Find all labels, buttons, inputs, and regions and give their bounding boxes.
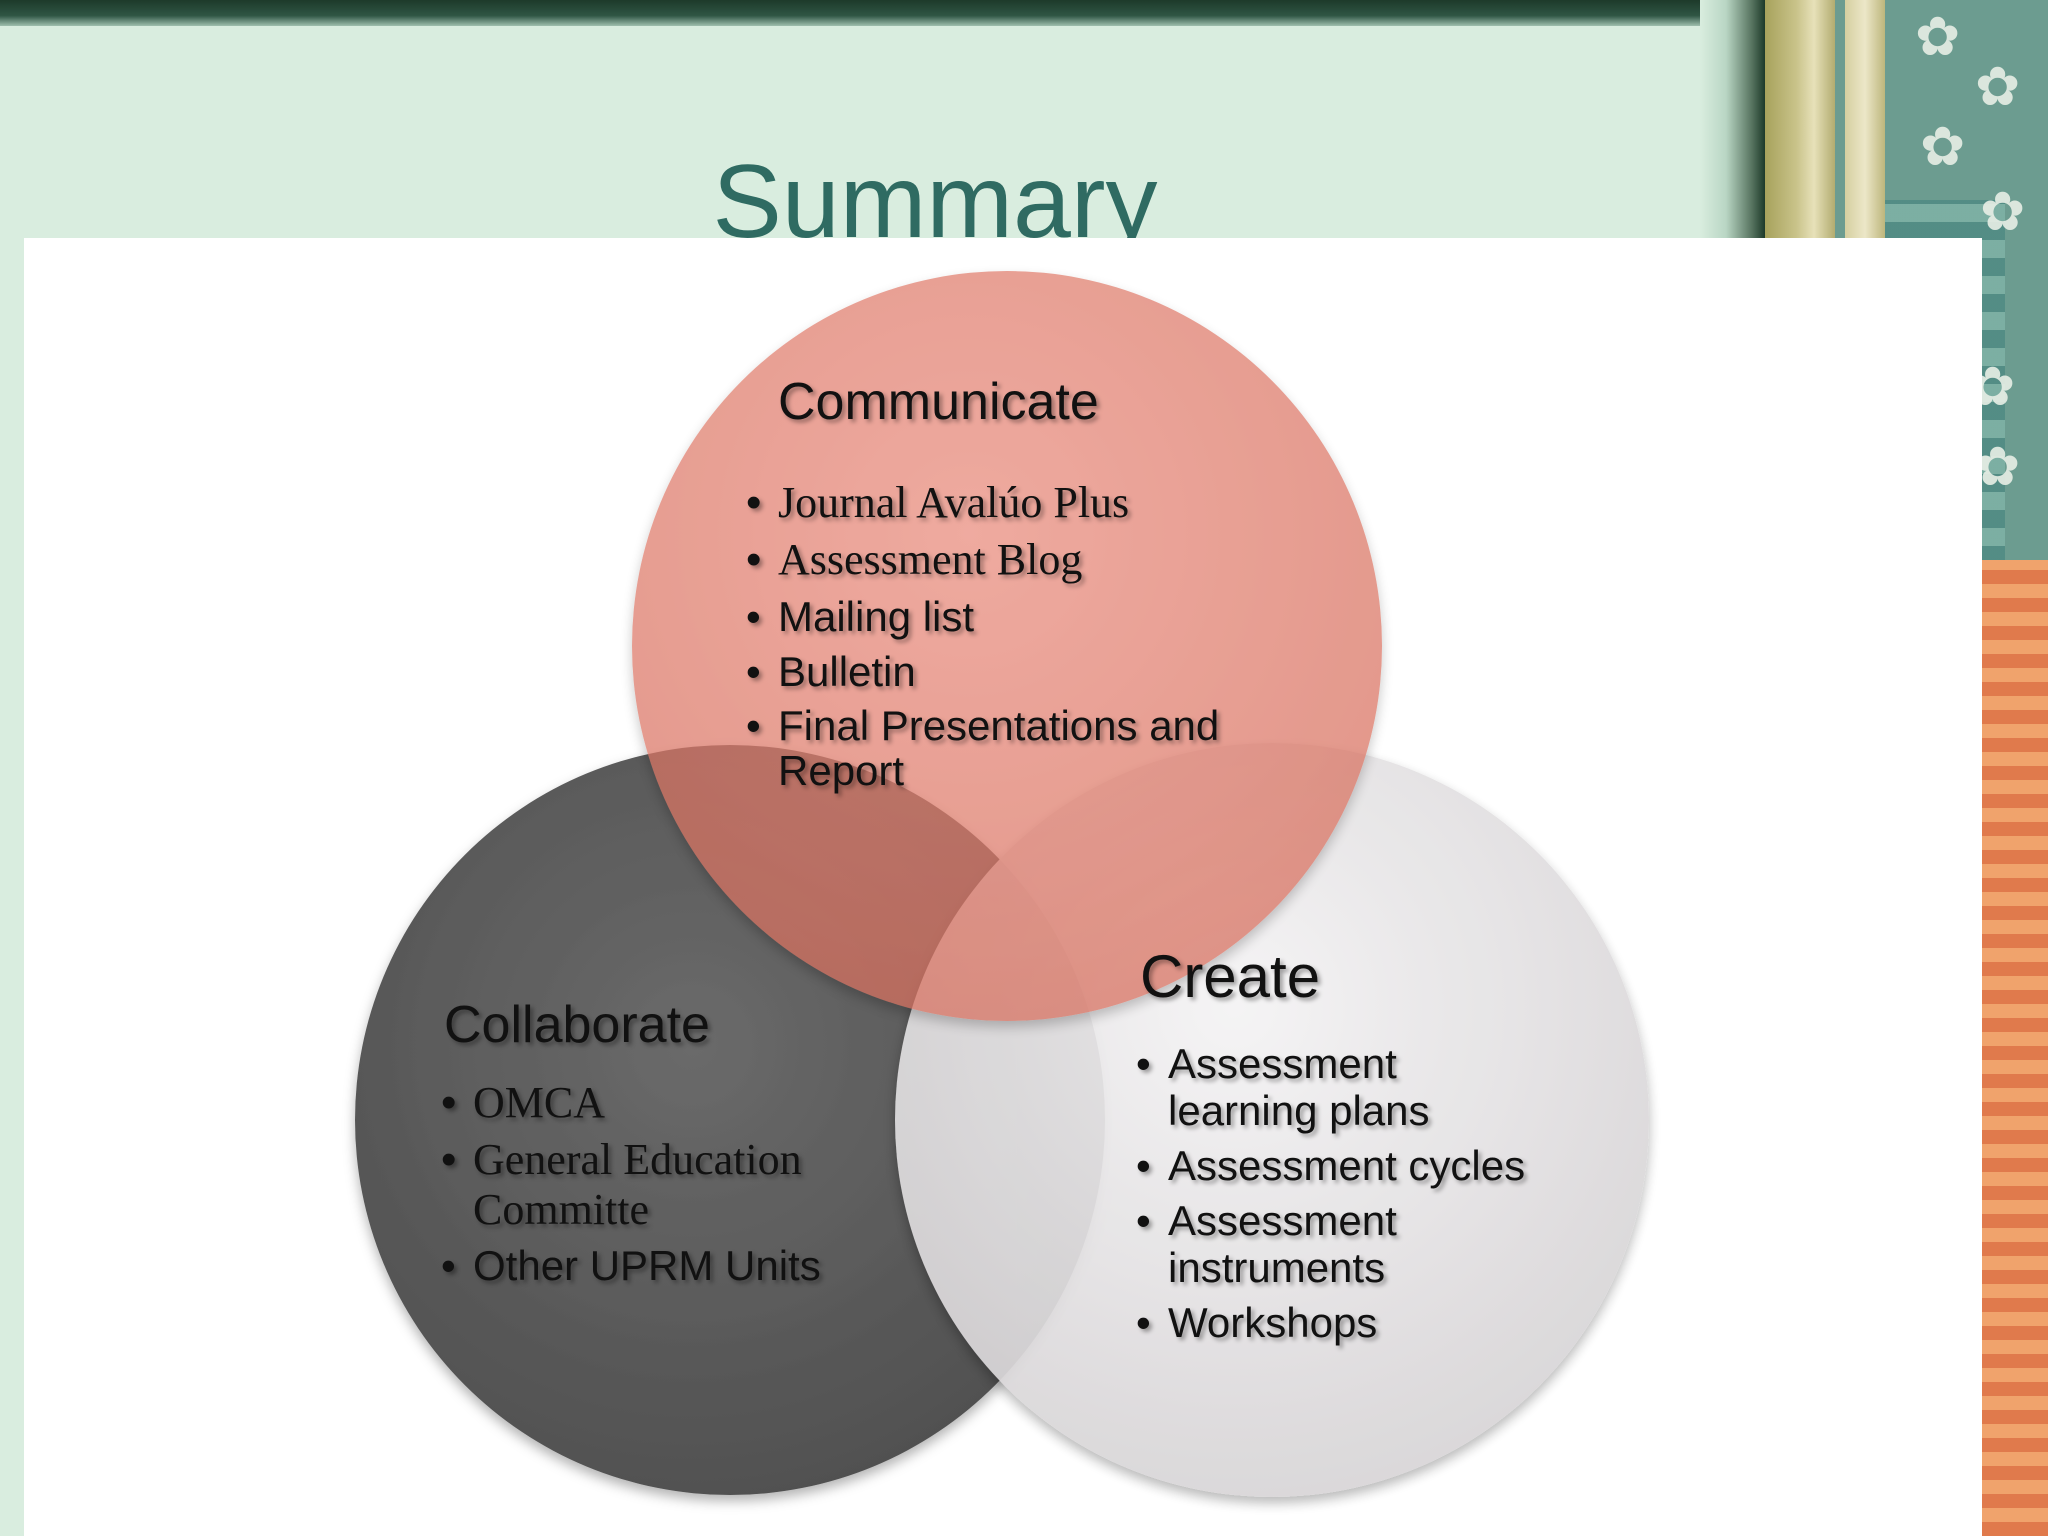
communicate-list: Journal Avalúo Plus Assessment Blog Mail… (740, 478, 1280, 801)
flower-icon: ✿ (1975, 437, 2021, 497)
flower-icon: ✿ (1975, 57, 2021, 117)
list-item: Assessment Blog (740, 535, 1280, 585)
collaborate-heading: Collaborate (444, 996, 710, 1054)
top-border-band (0, 0, 1765, 26)
flower-icon: ✿ (1980, 182, 2026, 242)
list-item: Workshops (1130, 1299, 1600, 1346)
list-item: Assessment learning plans (1130, 1040, 1478, 1134)
list-item: Assessment instruments (1130, 1197, 1478, 1291)
list-item: Other UPRM Units (435, 1242, 865, 1289)
flower-icon: ✿ (1920, 117, 1966, 177)
list-item: Journal Avalúo Plus (740, 478, 1280, 528)
list-item: Final Presentations and Report (740, 702, 1280, 794)
collaborate-list: OMCA General Education Committe Other UP… (435, 1078, 865, 1297)
flower-icon: ✿ (1915, 7, 1961, 67)
list-item: OMCA (435, 1078, 865, 1128)
list-item: General Education Committe (435, 1135, 865, 1234)
list-item: Assessment cycles (1130, 1142, 1600, 1189)
communicate-heading: Communicate (778, 373, 1099, 431)
list-item: Mailing list (740, 593, 1280, 640)
list-item: Bulletin (740, 648, 1280, 695)
communicate-circle (632, 271, 1382, 1021)
slide-title: Summary (712, 144, 1158, 260)
create-list: Assessment learning plans Assessment cyc… (1130, 1040, 1600, 1354)
create-heading: Create (1140, 943, 1321, 1010)
